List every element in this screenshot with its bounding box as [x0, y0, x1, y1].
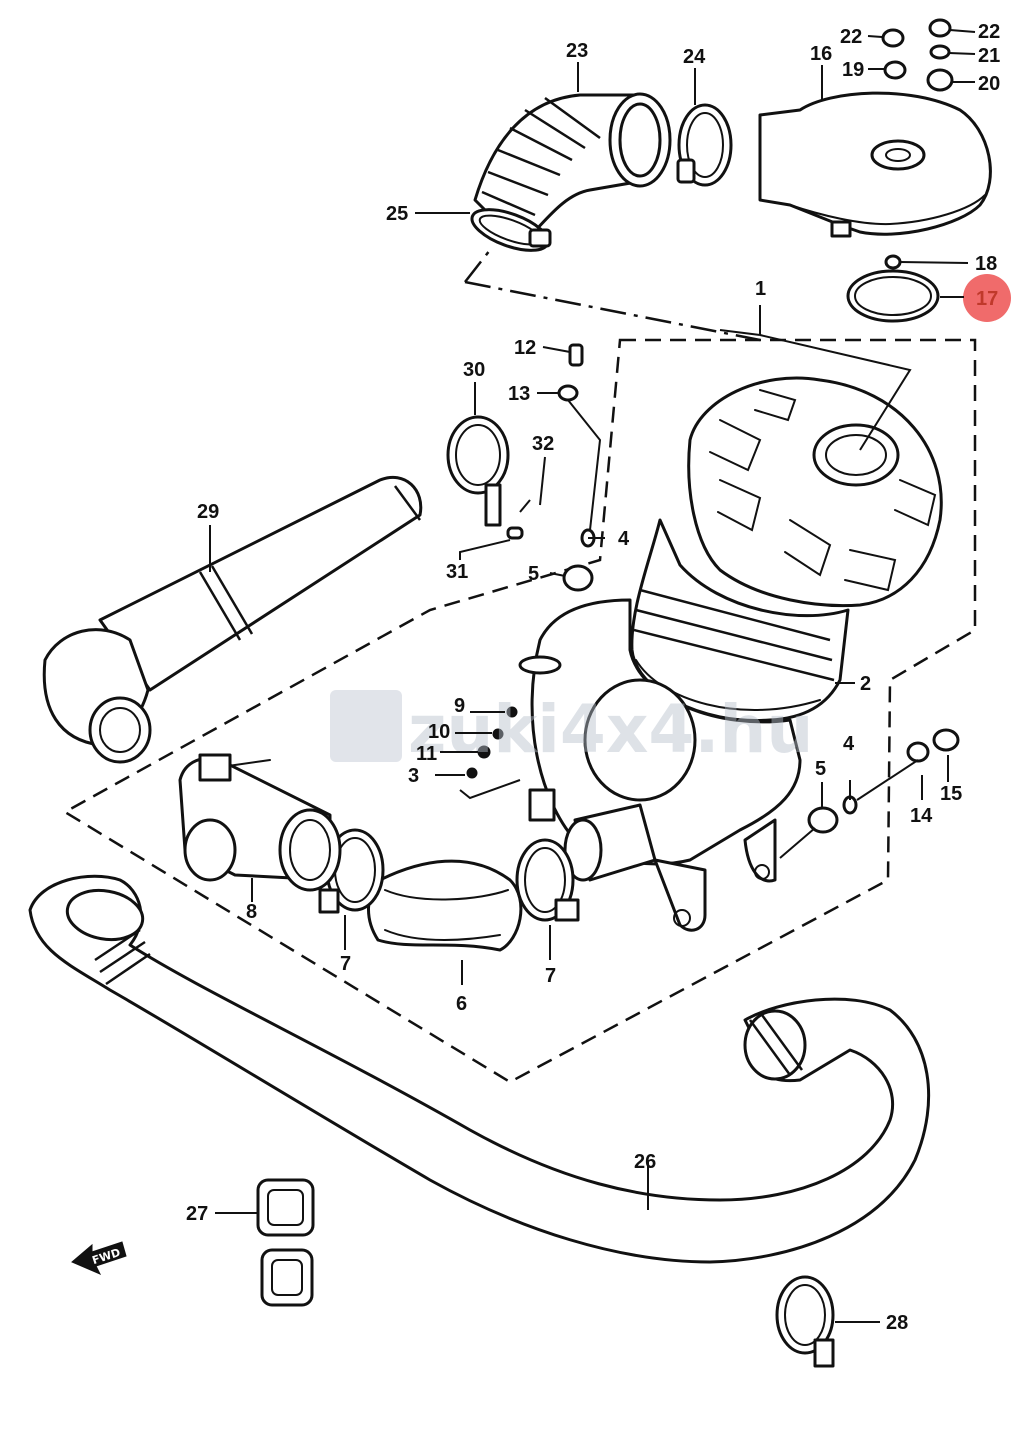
corrugated-hose-23 — [473, 92, 672, 247]
part-label: 23 — [566, 40, 588, 62]
part-label: 12 — [514, 337, 536, 359]
grommet-18 — [884, 254, 902, 270]
outlet-neck — [563, 803, 657, 882]
part-label: 22 — [978, 21, 1000, 43]
air-cleaner-cover-16 — [758, 91, 992, 238]
part-label: 32 — [532, 433, 554, 455]
part-label: 19 — [842, 59, 864, 81]
part-label: 13 — [508, 383, 530, 405]
part-label-highlighted: 17 — [976, 288, 998, 310]
part-label: 5 — [528, 563, 539, 585]
highlight-marker — [963, 274, 1011, 322]
part-label: 8 — [246, 901, 257, 923]
part-label: 3 — [408, 765, 419, 787]
intake-body-8 — [178, 753, 342, 892]
part-label: 14 — [910, 805, 933, 827]
intake-pipe-29 — [42, 476, 423, 764]
part-label: 5 — [815, 758, 826, 780]
part-label: 24 — [683, 46, 706, 68]
part-label: 7 — [545, 965, 556, 987]
part-label: 25 — [386, 203, 408, 225]
part-label: 9 — [454, 695, 465, 717]
hose-clip-27 — [256, 1178, 315, 1307]
part-label: 20 — [978, 73, 1000, 95]
part-label: 26 — [634, 1151, 656, 1173]
filter-element-2 — [630, 518, 850, 722]
part-label: 27 — [186, 1203, 208, 1225]
part-label: 18 — [975, 253, 997, 275]
watermark-text: zuki4x4.hu — [408, 691, 813, 768]
right-hardware — [779, 728, 960, 859]
assembly-boundary — [62, 249, 977, 1084]
part-label: 30 — [463, 359, 485, 381]
hose-clamp-7-right — [515, 838, 580, 922]
suzuki-logo-icon — [330, 690, 402, 762]
part-label: 16 — [810, 43, 832, 65]
part-label: 4 — [618, 528, 630, 550]
band-clamp-28 — [775, 1275, 835, 1368]
band-clamp-30 — [446, 415, 510, 527]
long-hose-26 — [28, 874, 931, 1264]
part-label: 10 — [428, 721, 450, 743]
part-label: 22 — [840, 26, 862, 48]
part-label: 31 — [446, 561, 468, 583]
leader-lines — [209, 29, 976, 1323]
forward-direction-badge: FWD — [71, 1241, 127, 1275]
part-label: 11 — [416, 743, 437, 765]
gasket-17 — [846, 269, 940, 323]
part-label: 4 — [843, 733, 855, 755]
watermark: zuki4x4.hu — [330, 690, 813, 768]
forward-badge-text: FWD — [91, 1246, 122, 1267]
air-cleaner-body — [518, 598, 802, 932]
part-label: 7 — [340, 953, 351, 975]
part-label: 28 — [886, 1312, 908, 1334]
elbow-hose-6 — [367, 859, 523, 952]
hose-clamp-25 — [470, 208, 552, 252]
part-label: 6 — [456, 993, 467, 1015]
small-hardware — [459, 343, 602, 800]
part-label: 15 — [940, 783, 962, 805]
air-cleaner-case — [687, 376, 943, 608]
hose-clamp-24 — [676, 103, 733, 187]
part-label: 2 — [860, 673, 871, 695]
part-label: 29 — [197, 501, 219, 523]
hardware-cluster — [881, 18, 954, 92]
part-label: 1 — [755, 278, 766, 300]
part-labels: 1 2 3 4 4 5 5 6 7 7 8 9 10 11 12 13 14 1… — [186, 21, 1000, 1334]
part-label: 21 — [978, 45, 1000, 67]
